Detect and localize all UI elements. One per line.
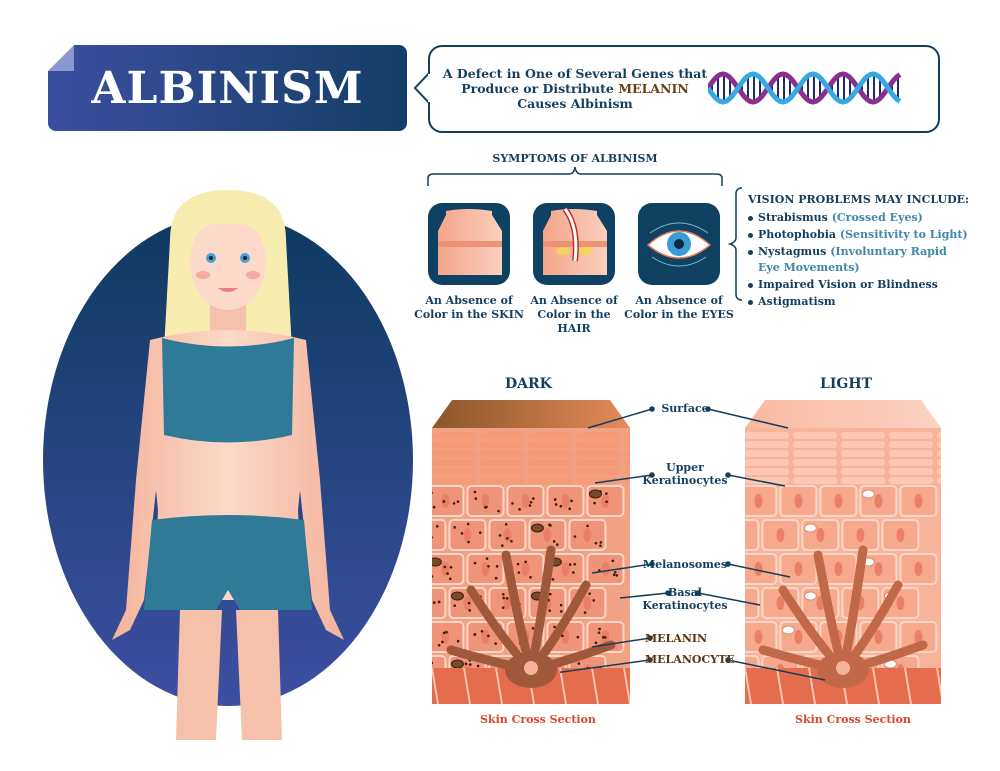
woman-illustration bbox=[43, 190, 413, 740]
surface-layer bbox=[745, 400, 941, 428]
eye-icon bbox=[638, 203, 720, 285]
top bbox=[162, 338, 294, 443]
shorts bbox=[144, 515, 312, 610]
melanin-highlight: MELANIN bbox=[618, 81, 689, 96]
keratinocyte bbox=[432, 519, 447, 551]
melanosome bbox=[432, 557, 442, 567]
melanosome bbox=[861, 489, 875, 499]
symptoms-heading: SYMPTOMS OF ALBINISM bbox=[492, 152, 658, 165]
vision-item: Nystagmus (Involuntary Rapid Eye Movemen… bbox=[748, 244, 948, 276]
vision-item: Photophobia (Sensitivity to Light) bbox=[748, 227, 969, 243]
skin-icon bbox=[428, 203, 510, 285]
symptoms-brace bbox=[427, 166, 723, 186]
melanosome bbox=[530, 523, 544, 533]
melanosome bbox=[781, 625, 795, 635]
melanosome bbox=[803, 523, 817, 533]
callout-pointer bbox=[413, 71, 431, 105]
light-skin-cross-section bbox=[745, 400, 941, 704]
hair-follicle-icon bbox=[533, 203, 615, 285]
melanosome bbox=[450, 591, 464, 601]
face bbox=[190, 214, 266, 310]
vision-problems-list: VISION PROBLEMS MAY INCLUDE: Strabismus … bbox=[748, 192, 969, 311]
vision-heading: VISION PROBLEMS MAY INCLUDE: bbox=[748, 193, 970, 206]
surface-layer bbox=[432, 400, 630, 428]
label-melanocyte: MELANOCYTE bbox=[645, 653, 735, 666]
vision-item: Strabismus (Crossed Eyes) bbox=[748, 210, 969, 226]
melanosome bbox=[803, 591, 817, 601]
vision-item: Impaired Vision or Blindness bbox=[748, 277, 969, 293]
vision-brace bbox=[728, 187, 743, 301]
melanosome bbox=[450, 659, 464, 669]
label-melanosomes: Melanosomes bbox=[642, 558, 728, 571]
page-title: ALBINISM bbox=[91, 62, 364, 114]
dark-title: DARK bbox=[505, 376, 552, 392]
callout-text: A Defect in One of Several Genes that Pr… bbox=[442, 66, 708, 111]
legs bbox=[176, 610, 282, 740]
label-melanin: MELANIN bbox=[645, 632, 708, 645]
light-caption: Skin Cross Section bbox=[795, 713, 911, 726]
dark-skin-cross-section bbox=[432, 400, 630, 704]
dna-helix-icon bbox=[708, 71, 902, 105]
leader-lines bbox=[560, 406, 826, 681]
vision-item: Astigmatism bbox=[748, 294, 969, 310]
banner-fold bbox=[48, 45, 74, 71]
keratinocyte bbox=[745, 519, 760, 551]
melanosome bbox=[588, 489, 602, 499]
dark-caption: Skin Cross Section bbox=[480, 713, 596, 726]
title-banner bbox=[48, 45, 407, 131]
label-surface: Surface bbox=[661, 402, 709, 415]
light-title: LIGHT bbox=[820, 376, 872, 392]
